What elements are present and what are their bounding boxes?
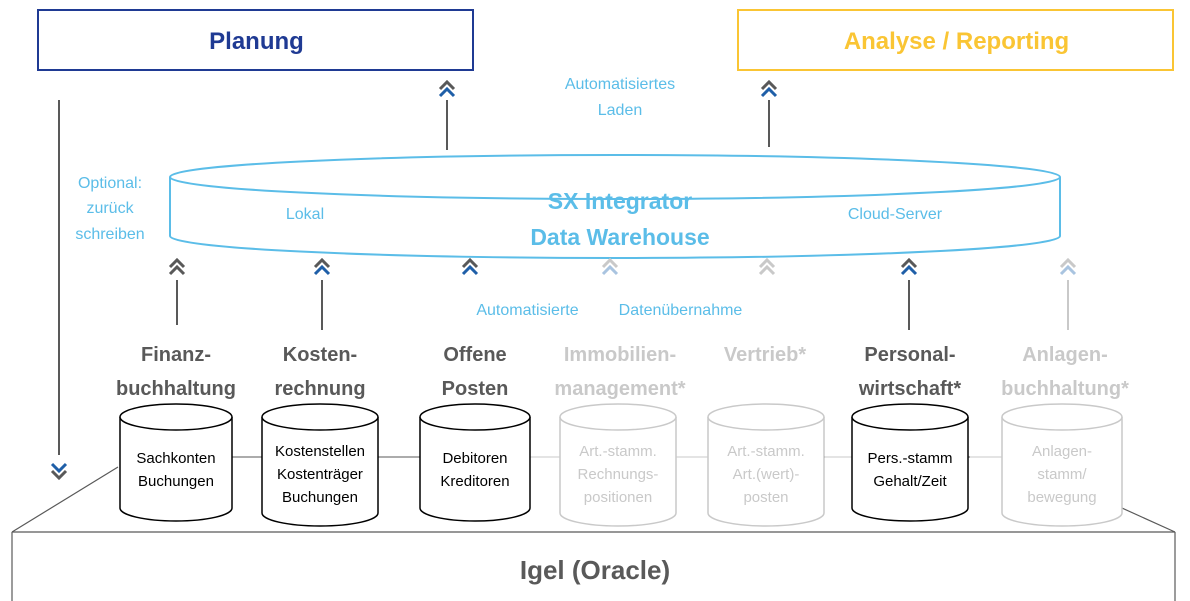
cylinder-text: Buchungen bbox=[138, 473, 214, 490]
chevron-up-icon bbox=[313, 257, 331, 276]
module-cylinder bbox=[261, 403, 379, 527]
chevron-up-icon bbox=[461, 257, 479, 276]
cylinder-text: posten bbox=[743, 489, 789, 506]
cylinder-text: Buchungen bbox=[282, 489, 358, 506]
module-cylinder bbox=[707, 403, 825, 527]
uebernahme-label-part2: Datenübernahme bbox=[618, 302, 743, 319]
cylinder-text: Pers.-stamm bbox=[867, 450, 953, 467]
analyse-box bbox=[737, 9, 1174, 71]
chevron-up-icon bbox=[760, 79, 778, 98]
automatisiertes-label-line1: Automatisiertes bbox=[564, 76, 676, 93]
optional-label-line2: zurück bbox=[86, 200, 134, 217]
module-title-line1: Immobilien- bbox=[563, 344, 677, 366]
lokal-label: Lokal bbox=[285, 206, 325, 223]
cylinder-text: positionen bbox=[583, 489, 653, 506]
module-title-line2: rechnung bbox=[274, 378, 366, 400]
module-title-line2: management* bbox=[554, 378, 686, 400]
cylinder-text: Art.-stamm. bbox=[579, 443, 657, 460]
cylinder-text: Kreditoren bbox=[440, 473, 510, 490]
warehouse-title-line1: SX Integrator bbox=[547, 188, 693, 214]
optional-label-line3: schreiben bbox=[75, 226, 145, 243]
module-title-line2: buchhaltung* bbox=[1001, 378, 1129, 400]
igel-label: Igel (Oracle) bbox=[519, 555, 671, 585]
module-title-line1: Finanz- bbox=[141, 344, 211, 366]
cylinder-text: Art.-stamm. bbox=[727, 443, 805, 460]
module-title-line1: Anlagen- bbox=[1022, 344, 1108, 366]
uebernahme-label-part1: Automatisierte bbox=[476, 302, 579, 319]
module-title-line1: Offene bbox=[443, 344, 507, 366]
cylinder-text: Anlagen- bbox=[1031, 443, 1093, 460]
module-title-line2: buchhaltung bbox=[116, 378, 236, 400]
module-cylinder bbox=[1001, 403, 1123, 527]
module-arrows bbox=[168, 257, 1077, 330]
cylinder-text: Gehalt/Zeit bbox=[873, 473, 947, 490]
cloud-label: Cloud-Server bbox=[847, 206, 943, 223]
cylinder-text: bewegung bbox=[1027, 489, 1097, 506]
chevron-up-icon bbox=[601, 257, 619, 276]
cylinder-text: Kostenstellen bbox=[274, 443, 366, 460]
module-cylinder bbox=[559, 403, 677, 527]
warehouse-cylinder bbox=[169, 154, 1061, 259]
cylinder-text: Rechnungs- bbox=[577, 466, 659, 483]
chevron-up-icon bbox=[900, 257, 918, 276]
module-title-line1: Vertrieb* bbox=[723, 344, 807, 366]
module-title-line2: Posten bbox=[441, 378, 509, 400]
module-cylinder bbox=[851, 403, 969, 522]
cylinder-text: stamm/ bbox=[1037, 466, 1087, 483]
chevron-up-icon bbox=[1059, 257, 1077, 276]
module-title-line1: Personal- bbox=[864, 344, 956, 366]
chevron-up-icon bbox=[438, 79, 456, 98]
module-title-line2: wirtschaft* bbox=[858, 378, 962, 400]
module-title-line1: Kosten- bbox=[282, 344, 358, 366]
warehouse-title-line2: Data Warehouse bbox=[530, 224, 710, 250]
planung-label: Planung bbox=[209, 28, 304, 55]
automatisiertes-label-line2: Laden bbox=[597, 102, 643, 119]
module-cylinder bbox=[119, 403, 233, 522]
chevron-up-icon bbox=[758, 257, 776, 276]
optional-label-line1: Optional: bbox=[77, 175, 143, 192]
cylinder-text: Debitoren bbox=[442, 450, 508, 467]
cylinder-text: Kostenträger bbox=[277, 466, 363, 483]
chevron-down-icon bbox=[50, 462, 68, 481]
planung-box bbox=[37, 9, 474, 71]
cylinder-text: Sachkonten bbox=[136, 450, 216, 467]
chevron-up-icon bbox=[168, 257, 186, 276]
analyse-label: Analyse / Reporting bbox=[843, 28, 1070, 55]
module-cylinder bbox=[419, 403, 531, 522]
cylinder-text: Art.(wert)- bbox=[732, 466, 800, 483]
